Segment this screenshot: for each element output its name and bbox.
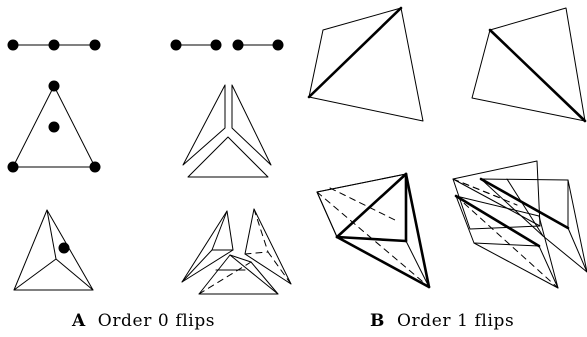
a-row2-triangle-before xyxy=(7,80,101,173)
caption-b: B Order 1 flips xyxy=(370,309,514,333)
caption-a-text: Order 0 flips xyxy=(97,311,216,331)
a-row3-triangle-before xyxy=(13,209,94,291)
a-row2-triangle-split xyxy=(182,84,272,178)
caption-b-text: Order 1 flips xyxy=(396,311,515,331)
caption-b-letter: B xyxy=(370,311,385,331)
b-row2-tetra-before xyxy=(316,172,431,289)
a-row3-triangle-split xyxy=(181,208,292,295)
a-row1-segment-after xyxy=(170,39,284,51)
b-row1-quad-before xyxy=(307,6,424,122)
caption-a: A Order 0 flips xyxy=(72,309,215,333)
b-row2-tetra-after xyxy=(452,160,587,289)
b-row1-quad-after xyxy=(471,7,587,123)
caption-a-letter: A xyxy=(72,311,86,331)
a-row1-segment-before xyxy=(7,39,101,51)
